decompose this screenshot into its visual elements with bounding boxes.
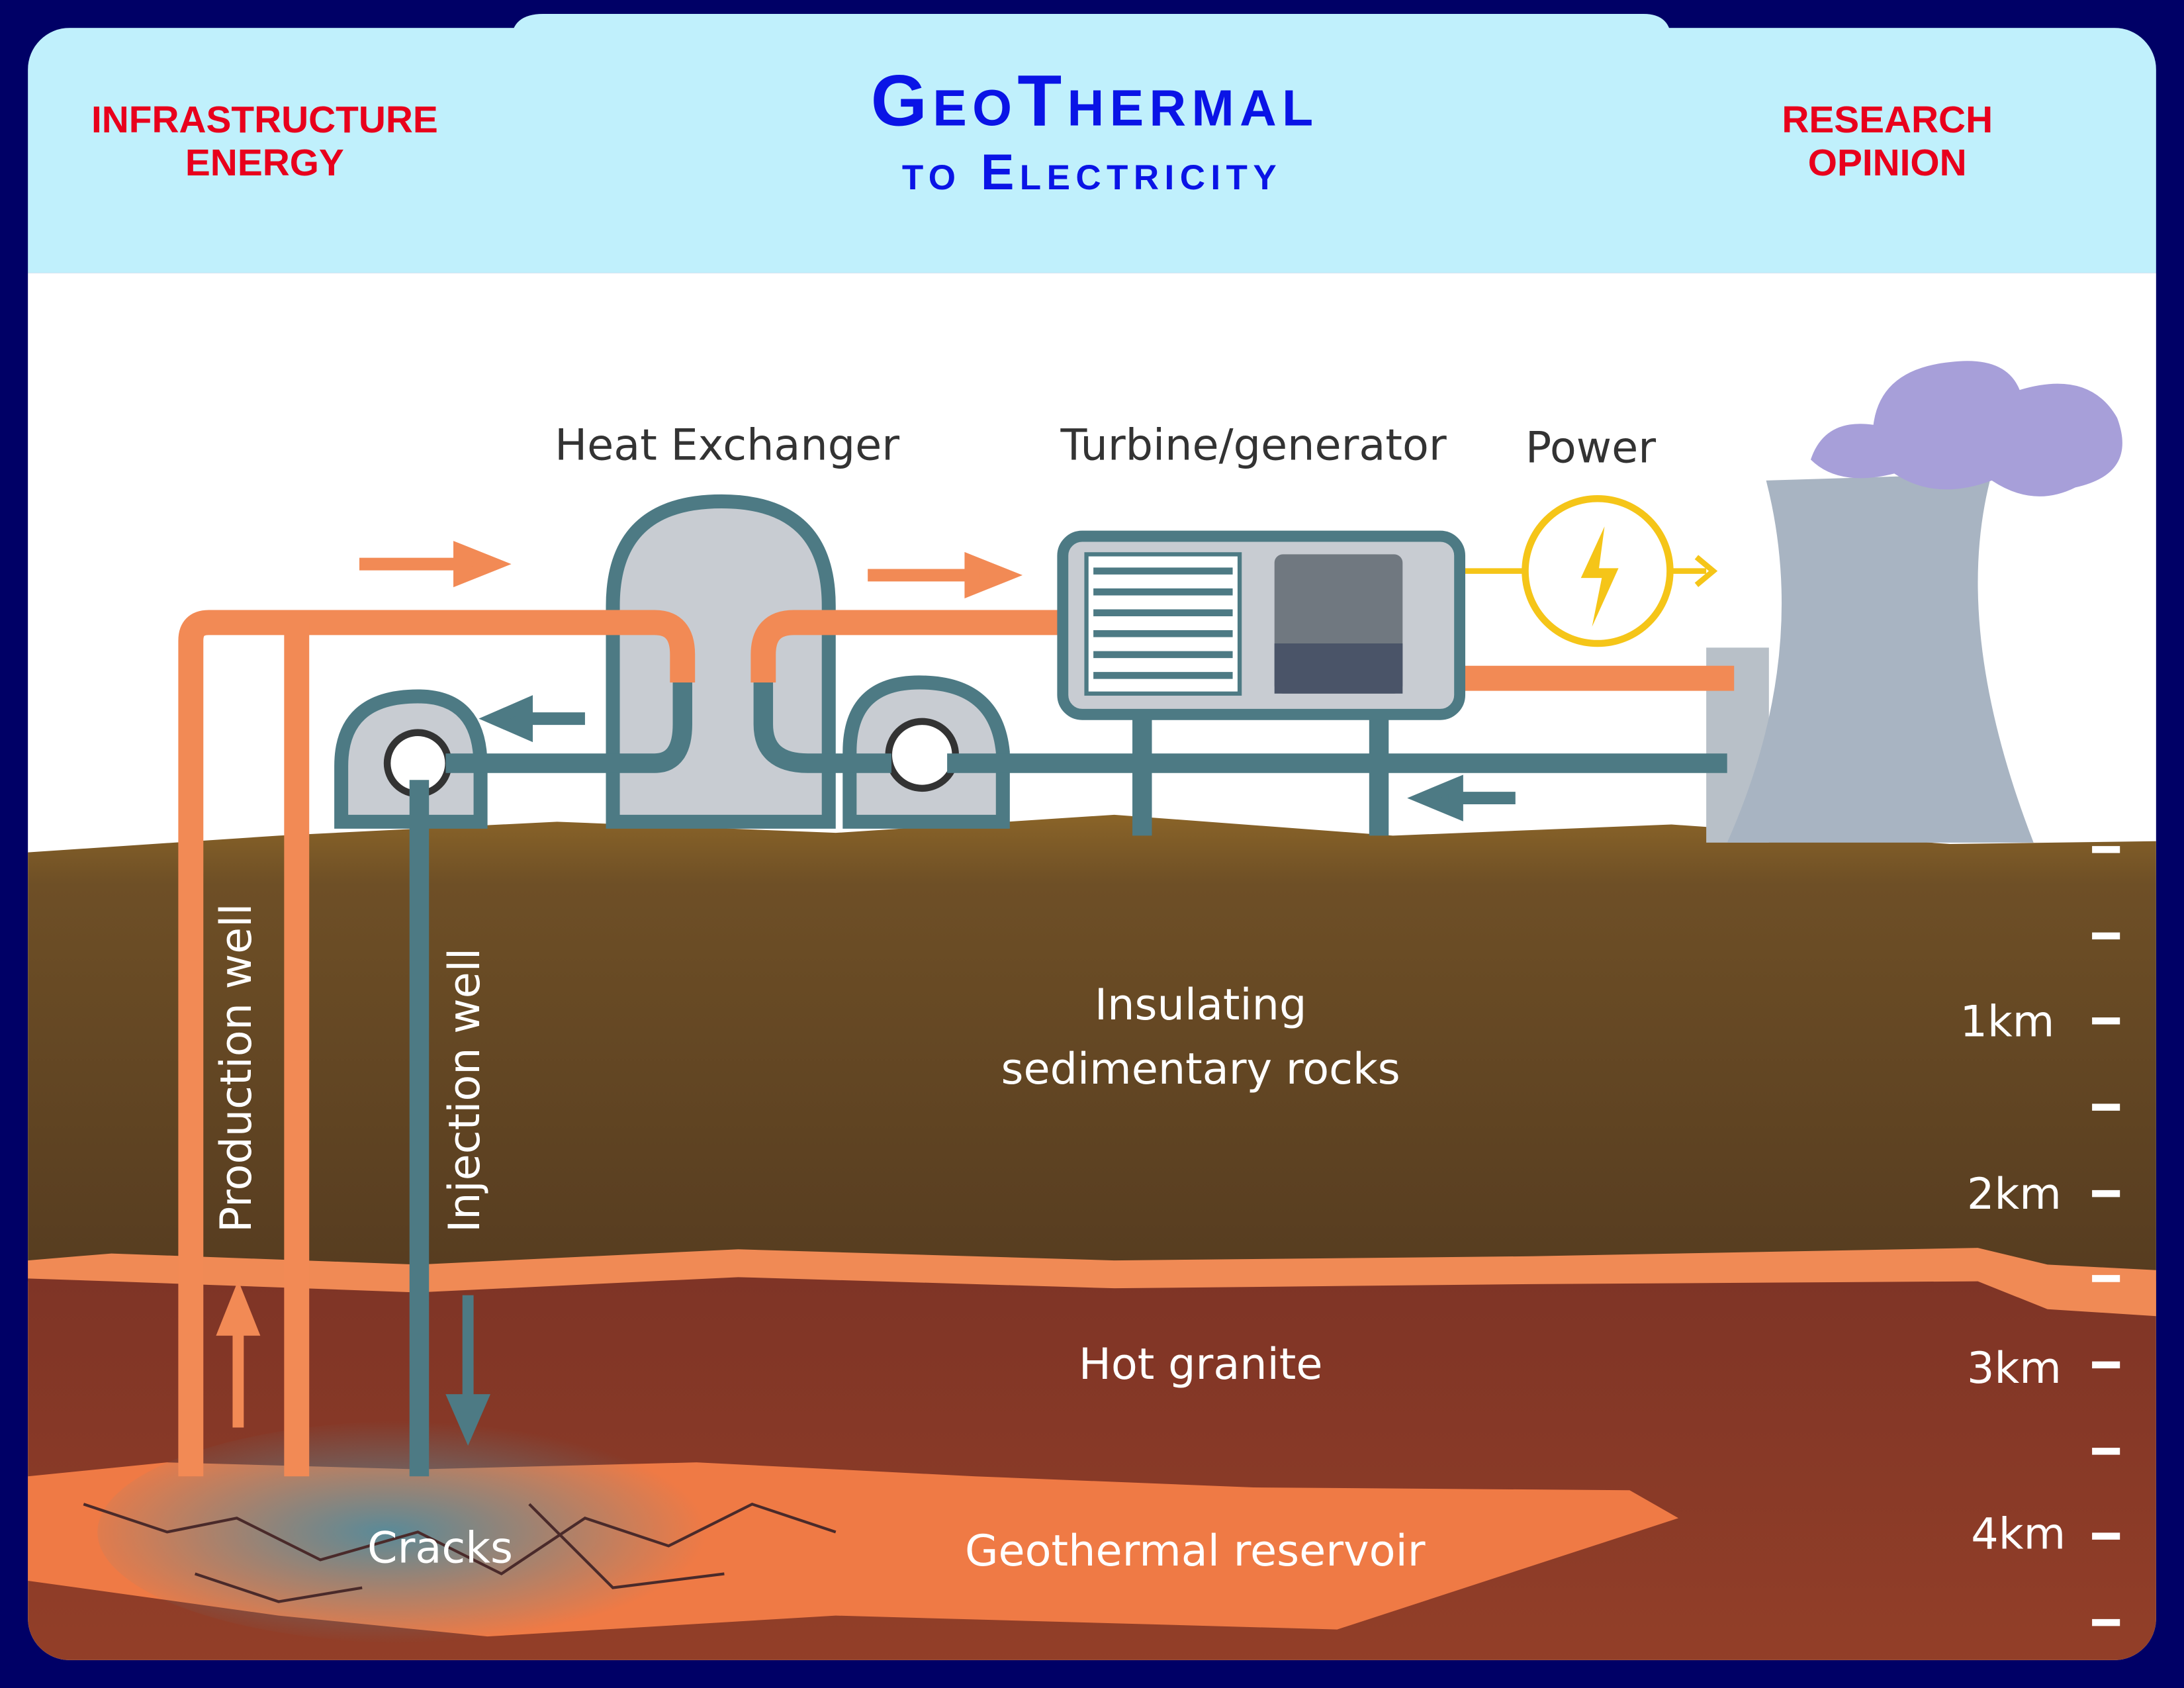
depth-label-3km: 3km xyxy=(1967,1343,2062,1393)
pump-right-fan-icon xyxy=(885,718,960,792)
hot-flow-arrow-icon xyxy=(868,551,1023,598)
depth-ticks xyxy=(2092,846,2120,1626)
page-subtitle: to Electricity xyxy=(902,144,1282,201)
cold-flow-arrow-icon xyxy=(478,695,585,743)
generator-lower xyxy=(1274,643,1403,694)
blade-lines xyxy=(1093,567,1233,679)
crack-lines xyxy=(83,1503,837,1603)
header-right-line2: OPINION xyxy=(1808,142,1967,184)
heat-exchanger-tank xyxy=(606,494,836,829)
depth-label-4km: 4km xyxy=(1971,1509,2066,1560)
turbine-label: Turbine/generator xyxy=(1060,420,1447,470)
turbine-blades xyxy=(1084,552,1242,696)
production-well-label: Production well xyxy=(211,904,261,1233)
down-arrow-icon xyxy=(445,1295,491,1446)
cold-pipes xyxy=(409,682,1727,1477)
hot-flow-arrow-icon xyxy=(359,541,512,588)
title-tab xyxy=(511,14,1672,195)
heat-exchanger-label: Heat Exchanger xyxy=(555,420,899,470)
cold-flow-arrow-icon xyxy=(1407,774,1516,821)
power-label: Power xyxy=(1525,423,1656,473)
sedimentary-layer xyxy=(28,814,2156,1282)
power-arrow-icon xyxy=(1694,555,1718,587)
page-title: GeoThermal xyxy=(871,60,1319,141)
header-right-line1: RESEARCH xyxy=(1782,99,1993,141)
insulating-label-line2: sedimentary rocks xyxy=(1001,1044,1400,1094)
depth-label-1km: 1km xyxy=(1960,996,2054,1047)
reservoir-label: Geothermal reservoir xyxy=(965,1526,1426,1576)
tower-smoke xyxy=(1810,361,2122,496)
depth-label-2km: 2km xyxy=(1967,1169,2062,1219)
up-arrow-icon xyxy=(216,1280,261,1428)
hot-granite-label: Hot granite xyxy=(1079,1339,1323,1389)
header-left-line2: ENERGY xyxy=(185,142,344,184)
header-left-line1: INFRASTRUCTURE xyxy=(91,99,438,141)
injection-well-label: Injection well xyxy=(439,948,490,1233)
boundary-band xyxy=(28,1248,2156,1317)
insulating-label-line1: Insulating xyxy=(1095,980,1306,1030)
lightning-bolt-icon xyxy=(1580,526,1619,627)
hot-pipes xyxy=(178,610,1735,1477)
cooling-tower xyxy=(1727,473,2034,843)
cracks-label: Cracks xyxy=(367,1523,513,1573)
